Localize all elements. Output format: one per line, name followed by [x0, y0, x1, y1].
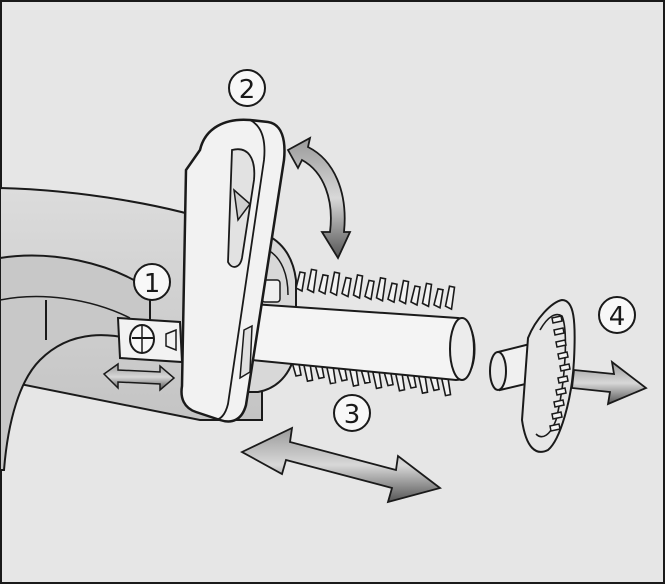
release-button — [116, 316, 184, 364]
cover-plate — [180, 118, 286, 423]
bristle-upper — [306, 268, 318, 294]
button-slide-arrow-icon — [102, 362, 176, 392]
callout-2-label: 2 — [239, 75, 256, 105]
callout-4: 4 — [598, 296, 636, 334]
cap-tooth — [549, 423, 561, 432]
bristle-upper — [387, 282, 398, 304]
callout-3: 3 — [333, 394, 371, 432]
bristle-upper — [318, 273, 329, 295]
callout-1: 1 — [133, 263, 171, 301]
bristle-upper — [398, 279, 410, 305]
rotate-arrow-icon — [286, 136, 352, 260]
cap-tooth — [555, 339, 567, 348]
callout-3-label: 3 — [344, 400, 361, 430]
hose-inner-line — [0, 295, 131, 319]
cap-tooth — [553, 399, 565, 408]
brush-roller-end — [449, 317, 475, 381]
bristle-upper — [410, 285, 421, 307]
bristle-upper — [375, 276, 387, 303]
cap-tooth — [559, 363, 571, 372]
slide-double-arrow-icon — [240, 426, 443, 504]
bristle-upper — [433, 287, 444, 309]
bristle-upper — [364, 279, 375, 301]
cap-tooth — [555, 387, 567, 396]
bristle-upper — [444, 285, 456, 311]
cap-tooth — [553, 327, 565, 336]
hose-body — [0, 254, 151, 471]
callout-2: 2 — [228, 69, 266, 107]
bristle-upper — [421, 282, 433, 308]
bristle-upper — [295, 271, 306, 293]
bristle-upper — [341, 276, 352, 298]
collar-edge — [267, 249, 289, 296]
end-cap — [489, 298, 576, 453]
bristle-upper — [329, 271, 341, 297]
callout-1-label: 1 — [144, 269, 161, 299]
cap-tooth — [551, 411, 563, 420]
cap-tooth — [557, 375, 569, 384]
cap-tooth — [557, 351, 569, 360]
cap-tooth — [551, 315, 563, 324]
bristle-upper — [352, 274, 364, 300]
callout-4-label: 4 — [609, 302, 626, 332]
remove-arrow-icon — [571, 359, 648, 406]
